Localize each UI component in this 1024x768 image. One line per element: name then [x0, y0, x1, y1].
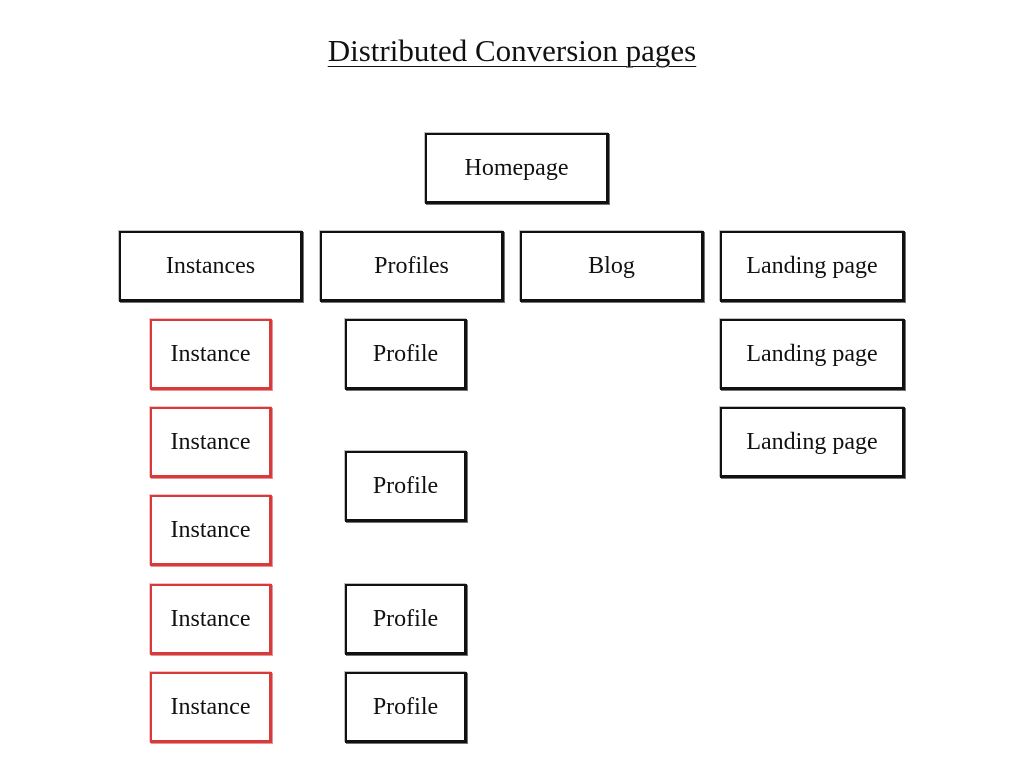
- node-section-instances: Instances: [119, 231, 303, 302]
- node-instance: Instance: [150, 672, 272, 743]
- node-label: Homepage: [464, 154, 569, 181]
- node-profile: Profile: [345, 672, 467, 743]
- node-instance: Instance: [150, 495, 272, 566]
- node-label: Profile: [372, 472, 439, 499]
- node-label: Instance: [170, 340, 251, 367]
- node-homepage: Homepage: [425, 133, 609, 204]
- node-instance: Instance: [150, 319, 272, 390]
- node-landing-page: Landing page: [720, 319, 905, 390]
- node-profile: Profile: [345, 319, 467, 390]
- node-section-landing-page: Landing page: [720, 231, 905, 302]
- node-section-profiles: Profiles: [320, 231, 504, 302]
- node-label: Instance: [170, 516, 251, 543]
- node-section-blog: Blog: [520, 231, 704, 302]
- node-instance: Instance: [150, 407, 272, 478]
- node-landing-page: Landing page: [720, 407, 905, 478]
- node-label: Profiles: [374, 252, 449, 279]
- node-label: Instance: [170, 693, 251, 720]
- node-label: Instances: [165, 252, 256, 279]
- node-label: Landing page: [746, 428, 878, 455]
- diagram-title: Distributed Conversion pages: [327, 33, 697, 68]
- node-label: Landing page: [746, 252, 878, 279]
- node-label: Profile: [372, 605, 439, 632]
- node-profile: Profile: [345, 451, 467, 522]
- node-label: Blog: [588, 252, 635, 279]
- node-label: Profile: [372, 340, 439, 367]
- node-label: Instance: [170, 428, 251, 455]
- node-label: Profile: [372, 693, 439, 720]
- node-profile: Profile: [345, 584, 467, 655]
- node-label: Landing page: [746, 340, 878, 367]
- node-label: Instance: [170, 605, 251, 632]
- node-instance: Instance: [150, 584, 272, 655]
